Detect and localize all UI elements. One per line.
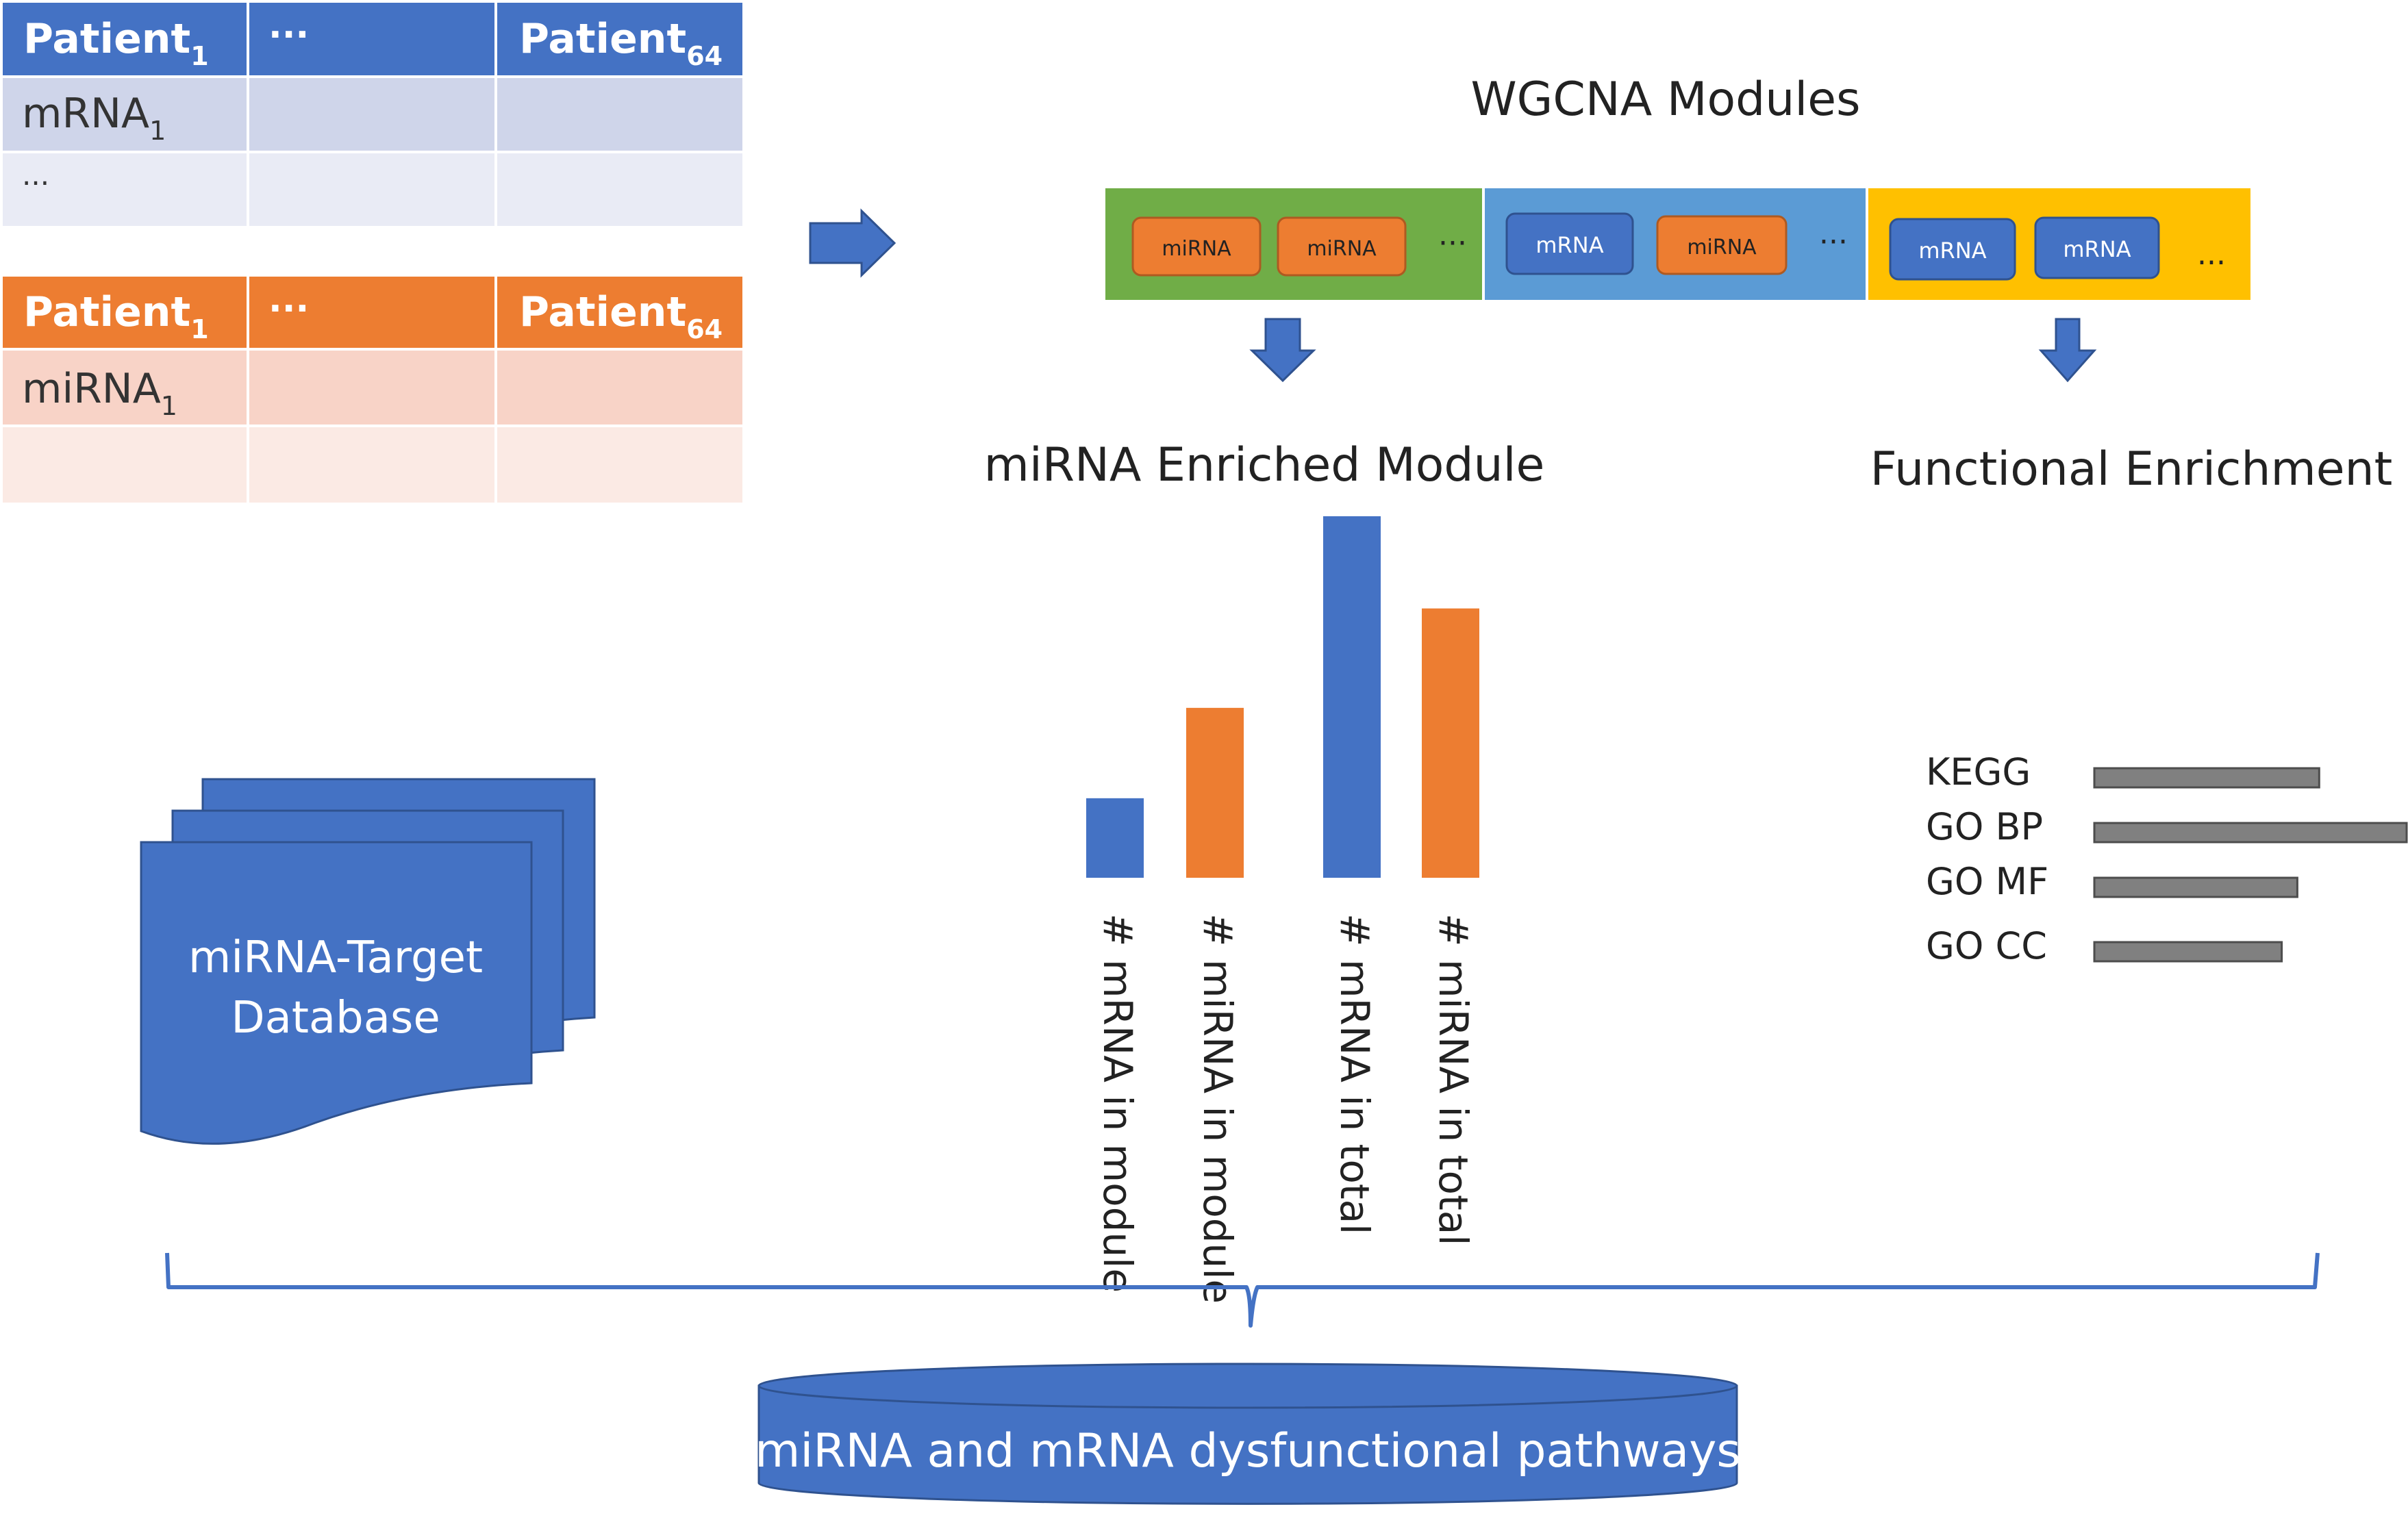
module-ellipsis: ... (2197, 237, 2226, 272)
functional-enrichment-title: Functional Enrichment (1870, 442, 2393, 496)
wgcna-title: WGCNA Modules (1470, 73, 1860, 127)
right-arrow-icon (809, 208, 896, 278)
module-item-mirna (1656, 215, 1788, 275)
enriched-module-title: miRNA Enriched Module (984, 438, 1545, 492)
output-label: miRNA and mRNA dysfunctional pathways (755, 1424, 1741, 1478)
mirna-row2-cell-3 (497, 427, 742, 503)
mrna-header-cell-2 (249, 3, 494, 75)
mirna-row1-cell-3 (497, 351, 742, 425)
module-item-label: mRNA (2063, 236, 2131, 262)
mrna-header-cell-1 (3, 3, 247, 75)
module-item-mirna (1131, 216, 1262, 277)
mrna-row1-cell-3 (497, 78, 742, 151)
mrna-row2-cell-2 (249, 153, 494, 226)
mirna-header-ellipsis: ··· (268, 288, 309, 329)
bar-4 (1422, 608, 1479, 878)
module-item-mirna (1277, 216, 1407, 277)
mrna-header-patient-last: Patient64 (519, 15, 723, 71)
bar-label-4: # miRNA in total (1430, 913, 1477, 1245)
mirna-row1-cell-1 (3, 351, 247, 425)
mirna-row2-cell-2 (249, 427, 494, 503)
hbar-1 (2093, 767, 2320, 789)
database-label-line2: Database (231, 993, 440, 1043)
output-cylinder: miRNA and mRNA dysfunctional pathways (755, 1363, 1741, 1505)
module-item-label: mRNA (1918, 238, 1986, 264)
mirna-header-cell-2 (249, 277, 494, 348)
bar-label-1: # mRNA in module (1094, 913, 1141, 1293)
mirna-header-patient-last: Patient64 (519, 288, 723, 344)
mrna-row-ellipsis: ··· (22, 166, 49, 200)
mirna-header-cell-1 (3, 277, 247, 348)
mirna-row2-cell-1 (3, 427, 247, 503)
wgcna-module-green: miRNA miRNA ··· (1105, 188, 1482, 300)
category-label-4: GO CC (1926, 924, 2047, 967)
enriched-module-chart: # mRNA in module # miRNA in module # mRNA … (1086, 516, 1479, 1304)
mrna-row1-cell-2 (249, 78, 494, 151)
functional-enrichment-chart: KEGG GO BP GO MF GO CC (1926, 750, 2408, 967)
curly-brace-icon (165, 1252, 2320, 1328)
mrna-header-patient-first: Patient1 (23, 15, 209, 71)
module-item-label: mRNA (1535, 232, 1603, 258)
module-item-mrna (2034, 216, 2160, 279)
module-ellipsis: ··· (1438, 226, 1467, 261)
mrna-table: Patient1 ··· Patient64 mRNA1 ··· (3, 3, 742, 226)
hbar-2 (2093, 822, 2408, 844)
hbar-3 (2093, 876, 2298, 898)
mrna-header-ellipsis: ··· (268, 14, 309, 55)
mrna-row2-cell-1 (3, 153, 247, 226)
down-arrow-icon (1249, 318, 1316, 383)
mirna-row1-cell-2 (249, 351, 494, 425)
mrna-row-label-first: mRNA1 (22, 90, 166, 146)
hbar-4 (2093, 941, 2283, 963)
mirna-header-patient-first: Patient1 (23, 288, 209, 344)
module-item-label: miRNA (1307, 237, 1377, 261)
mrna-row1-cell-1 (3, 78, 247, 151)
module-ellipsis: ··· (1819, 225, 1848, 259)
bar-2 (1186, 707, 1244, 878)
down-arrow-icon (2038, 318, 2097, 383)
mirna-table: Patient1 ··· Patient64 miRNA1 (3, 277, 742, 503)
mrna-header-cell-3 (497, 3, 742, 75)
database-documents-icon: miRNA-Target Database (140, 778, 596, 1145)
mrna-row2-cell-3 (497, 153, 742, 226)
module-item-label: miRNA (1162, 237, 1231, 261)
bar-3 (1323, 516, 1381, 878)
module-item-mrna (1505, 212, 1634, 275)
mirna-row-label-first: miRNA1 (22, 365, 177, 421)
module-item-mrna (1889, 218, 2016, 281)
bar-1 (1086, 798, 1144, 878)
mirna-header-cell-3 (497, 277, 742, 348)
bar-label-3: # mRNA in total (1331, 913, 1378, 1234)
wgcna-module-blue: mRNA miRNA ··· (1485, 188, 1866, 300)
category-label-3: GO MF (1926, 860, 2048, 903)
database-label-line1: miRNA-Target (188, 933, 483, 983)
category-label-1: KEGG (1926, 750, 2031, 794)
category-label-2: GO BP (1926, 805, 2043, 848)
module-item-label: miRNA (1687, 236, 1757, 259)
wgcna-module-yellow: mRNA mRNA ... (1868, 188, 2250, 300)
bar-label-2: # miRNA in module (1194, 913, 1241, 1304)
